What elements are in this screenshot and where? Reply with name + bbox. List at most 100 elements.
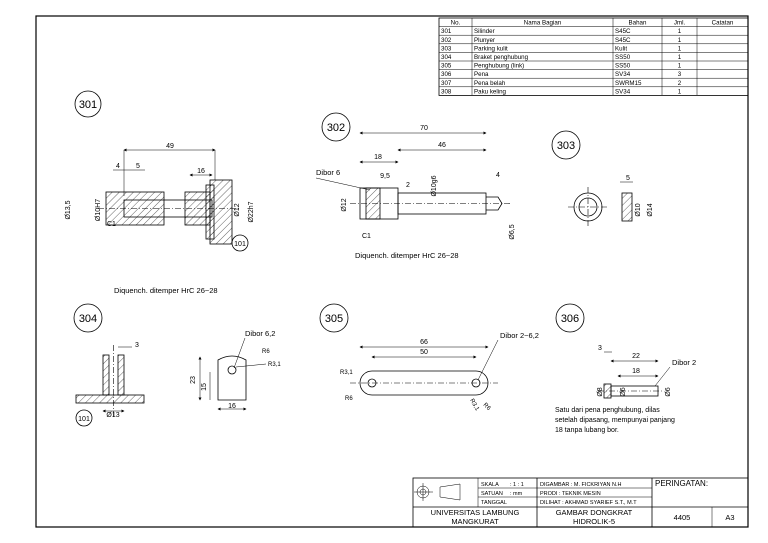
dim-301-d3: Ø12 [234,203,241,216]
balloon-301 [74,90,102,118]
satuan-value: : mm [510,491,523,497]
view-302: 302 70 18 46 9,5 2 4 Ø10g6 Ø12 Ø6,5 C1 D… [315,112,516,260]
balloon-302 [321,112,351,142]
dim-302-total: 70 [420,125,428,132]
callout-305: Dibor 2~6,2 [500,331,539,340]
drawing-number: 4405 [674,513,691,522]
note-302: Diquench. ditemper HrC 26~28 [355,251,459,260]
dim-305-r3: R6 [482,402,492,412]
parts-table-cell: SV34 [615,71,631,78]
parts-table-cell: Pena [474,71,489,78]
parts-table-header: Nama Bagian [524,20,562,27]
callout-304: Dibor 6,2 [245,329,275,338]
parts-table-cell: 303 [441,45,452,52]
parts-table-cell: 301 [441,28,452,35]
parts-table-cell: Paku keling [474,88,507,95]
dim-302-c: 9,5 [380,173,390,180]
dim-304-d: Ø13 [106,412,119,419]
parts-table-header: No. [451,20,461,27]
parts-table-cell: 308 [441,88,452,95]
view-303: 303 5 Ø10 Ø14 [551,130,654,227]
balloon-302-label: 302 [327,122,345,134]
view-301: 301 49 4 5 16 Ø13,5 Ø10H7 Ø12 Ø22h7 C1 1… [65,90,255,295]
note-306-line2: setelah dipasang, mempunyai panjang [555,417,675,424]
parts-table-cell: Silinder [474,28,495,35]
dim-301-d2: Ø10H7 [95,199,102,221]
callout-302: Dibor 6 [316,168,340,177]
parts-table-cell: 3 [678,71,682,78]
dim-302-b: 46 [438,142,446,149]
balloon-301-label: 301 [79,99,97,111]
dim-302-d: 2 [406,182,410,189]
dim-304-h1: 23 [190,376,197,384]
dim-304-r2: R3,1 [268,362,281,368]
dim-302-a: 18 [374,154,382,161]
university-line1: UNIVERSITAS LAMBUNG [431,508,520,517]
dim-305-r1: R3,1 [340,370,353,376]
note-306-line1: Satu dari pena penghubung, dilas [555,407,660,414]
dim-306-b: 22 [632,353,640,360]
balloon-304 [73,303,103,333]
parts-table-cell: 1 [678,28,682,35]
dim-301-c: 16 [197,168,205,175]
parts-table-cell: 1 [678,63,682,70]
dim-306-a: 3 [598,345,602,352]
view-304: 304 3 Ø13 101 23 15 16 R6 R3,1 Dibor 6,2 [73,303,281,427]
parts-table-cell: 305 [441,63,452,70]
dim-304-h2: 15 [201,383,208,391]
dim-303-d2: Ø14 [647,203,654,216]
tanggal-label: TANGGAL [481,500,507,506]
parts-table-cell: 1 [678,88,682,95]
parts-table-cell: 1 [678,45,682,52]
dim-301-d4: Ø22h7 [248,201,255,222]
dilihat-text: DILIHAT : AKHMAD SYARIEF S.T., M.T [540,500,637,506]
parts-table-cell: Braket penghubung [474,54,529,61]
satuan-label: SATUAN [481,491,503,497]
balloon-306 [555,303,585,333]
digambar-text: DIGAMBAR : M. FICKRIYAN N.H [540,482,622,488]
parts-table-header: Bahan [629,20,647,27]
parts-table-cell: Kulit [615,45,627,52]
prodi-text: PRODI : TEKNIK MESIN [540,491,601,497]
parts-table-cell: SV34 [615,88,631,95]
dim-301-a: 4 [116,163,120,170]
drawing-title-line1: GAMBAR DONGKRAT [556,508,633,517]
dim-306-d2: Ø6 [620,387,627,396]
drawing-border [35,15,749,528]
dim-306-c: 18 [632,368,640,375]
dim-306-d3: Ø6 [665,387,672,396]
parts-table-cell: SS50 [615,54,631,61]
paper-size: A3 [725,513,734,522]
skala-label: SKALA [481,482,499,488]
balloon-303-label: 303 [557,140,575,152]
dim-302-d1: Ø10g6 [431,175,438,196]
parts-table-cell: SWRM15 [615,80,642,87]
dim-302-d3: Ø6,5 [509,224,516,239]
university-line2: MANGKURAT [451,517,499,526]
ref-301-101: 101 [234,241,246,248]
dim-304-w: 16 [228,403,236,410]
note-301: Diquench. ditemper HrC 26~28 [114,286,218,295]
parts-table-cell: Pena belah [474,80,506,87]
drawing-title-line2: HIDROLIK-5 [573,517,615,526]
dim-305-total: 66 [420,339,428,346]
dim-304-r1: R6 [262,349,270,355]
balloon-306-label: 306 [561,313,579,325]
dim-301-b: 5 [136,163,140,170]
parts-table-cell: 1 [678,54,682,61]
balloon-305 [319,303,349,333]
parts-table-cell: S45C [615,37,631,44]
dim-301-chamfer: C1 [107,221,116,228]
dim-306-d1: Ø8 [597,387,604,396]
dim-302-e: 4 [496,172,500,179]
callout-306: Dibor 2 [672,358,696,367]
title-block: SKALA : 1 : 1 SATUAN : mm TANGGAL DIGAMB… [412,477,749,528]
parts-table-cell: S45C [615,28,631,35]
parts-table-cell: Parking kulit [474,45,508,52]
parts-table-cell: 306 [441,71,452,78]
parts-table-cell: Plunyer [474,37,495,44]
dim-302-d2: Ø12 [341,198,348,211]
dim-301-d1: Ø13,5 [65,200,72,219]
